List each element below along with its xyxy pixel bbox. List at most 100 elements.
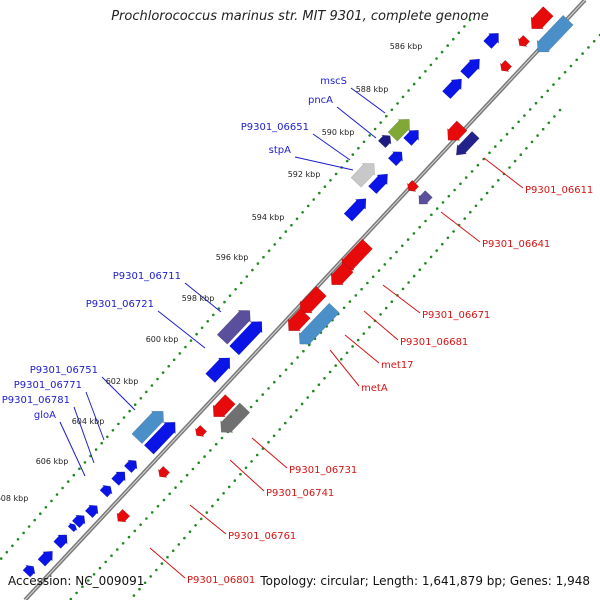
guide-dot xyxy=(180,480,183,483)
forward-gene-label[interactable]: mscS xyxy=(320,76,347,87)
guide-dot xyxy=(209,449,212,452)
forward-gene-label[interactable]: P9301_06721 xyxy=(86,299,154,310)
reverse-gene-label[interactable]: P9301_06761 xyxy=(228,531,296,542)
guide-dot xyxy=(161,371,165,374)
guide-dot xyxy=(395,250,398,254)
reverse-gene-label[interactable]: P9301_06641 xyxy=(482,239,550,250)
guide-dot xyxy=(592,39,596,43)
guide-dot xyxy=(340,357,343,361)
forward-cds-arrow xyxy=(460,58,480,80)
forward-gene-label[interactable]: stpA xyxy=(269,145,291,156)
guide-dot xyxy=(214,442,218,446)
guide-dot xyxy=(351,345,354,348)
reverse-gene-label[interactable]: metA xyxy=(361,383,388,394)
leader-line xyxy=(189,504,227,535)
guide-dot xyxy=(429,63,433,67)
guide-dot xyxy=(452,37,455,41)
guide-dot xyxy=(83,461,87,464)
guide-dot xyxy=(273,380,276,384)
guide-dot xyxy=(306,204,310,208)
guide-dot xyxy=(513,159,517,163)
guide-dot xyxy=(464,176,468,179)
genome-summary-text: Topology: circular; Length: 1,641,879 bp… xyxy=(260,574,590,588)
reverse-cds-arrow xyxy=(194,424,208,437)
reverse-cds-arrow xyxy=(299,285,327,314)
guide-dot xyxy=(184,345,187,349)
guide-dot xyxy=(401,287,405,291)
guide-dot xyxy=(525,147,528,150)
guide-dot xyxy=(468,18,472,22)
leader-line xyxy=(440,211,481,243)
guide-dot xyxy=(412,82,416,86)
guide-dot xyxy=(284,368,288,372)
guide-dot xyxy=(494,145,497,148)
guide-dot xyxy=(362,332,366,335)
guide-dot xyxy=(474,204,478,208)
guide-dot xyxy=(167,364,170,368)
guide-dot xyxy=(255,399,259,403)
guide-dot xyxy=(379,313,382,316)
reverse-cds-arrow xyxy=(447,120,468,141)
guide-dot xyxy=(354,294,358,297)
guide-dot xyxy=(447,194,451,198)
guide-dot xyxy=(279,236,282,240)
tick-label: 598 kbp xyxy=(182,294,215,303)
tick-label: 592 kbp xyxy=(288,170,321,179)
guide-dot xyxy=(262,255,265,259)
guide-dot xyxy=(133,403,137,407)
guide-dot xyxy=(185,473,189,477)
guide-dot xyxy=(11,544,14,548)
forward-cds-arrow xyxy=(71,514,86,529)
pncA-feature xyxy=(377,134,392,149)
guide-dot xyxy=(379,121,383,124)
guide-dot xyxy=(424,70,427,73)
guide-dot xyxy=(100,441,103,445)
guide-dot xyxy=(194,524,197,527)
forward-gene-label[interactable]: P9301_06651 xyxy=(241,122,309,133)
forward-cds-arrow xyxy=(387,151,403,167)
guide-dot xyxy=(39,512,42,515)
guide-dot xyxy=(452,230,455,233)
reverse-gene-label[interactable]: P9301_06801 xyxy=(187,575,255,586)
guide-dot xyxy=(401,95,405,99)
guide-dot xyxy=(360,287,363,291)
guide-dot xyxy=(307,343,311,347)
guide-dot xyxy=(377,269,381,272)
P9301_06611-feature xyxy=(456,131,480,156)
reverse-gene-label[interactable]: P9301_06681 xyxy=(400,337,468,348)
forward-gene-label[interactable]: P9301_06711 xyxy=(113,271,181,282)
guide-dot xyxy=(430,213,433,217)
reverse-gene-label[interactable]: met17 xyxy=(381,360,414,371)
reverse-gene-label[interactable]: P9301_06671 xyxy=(422,310,490,321)
reverse-cds-arrow xyxy=(157,465,171,478)
guide-dot xyxy=(44,506,48,509)
guide-dot xyxy=(371,275,375,279)
reverse-cds-arrow xyxy=(116,508,131,523)
forward-gene-label[interactable]: gloA xyxy=(34,410,56,421)
guide-dot xyxy=(127,535,131,539)
reverse-gene-label[interactable]: P9301_06731 xyxy=(289,465,357,476)
guide-dot xyxy=(418,268,422,272)
guide-dot xyxy=(435,57,438,60)
guide-dot xyxy=(312,389,315,393)
forward-gene-label[interactable]: pncA xyxy=(308,95,333,106)
forward-gene-label[interactable]: P9301_06771 xyxy=(14,380,82,391)
forward-cds-arrow xyxy=(229,321,263,356)
guide-dot xyxy=(558,77,561,80)
leader-line xyxy=(157,310,206,349)
guide-dot xyxy=(55,493,59,496)
guide-dot xyxy=(368,325,371,329)
P9301_06741-feature xyxy=(220,402,251,433)
guide-dot xyxy=(188,530,192,533)
guide-dot xyxy=(278,428,282,431)
forward-gene-label[interactable]: P9301_06751 xyxy=(30,365,98,376)
reverse-gene-label[interactable]: P9301_06741 xyxy=(266,488,334,499)
guide-dot xyxy=(301,211,304,214)
guide-dot xyxy=(206,320,209,323)
guide-dot xyxy=(174,486,177,489)
forward-gene-label[interactable]: P9301_06781 xyxy=(2,395,70,406)
reverse-gene-label[interactable]: P9301_06611 xyxy=(525,185,593,196)
mscS-feature xyxy=(387,119,410,142)
guide-dot xyxy=(453,188,456,192)
guide-dot xyxy=(396,102,399,105)
